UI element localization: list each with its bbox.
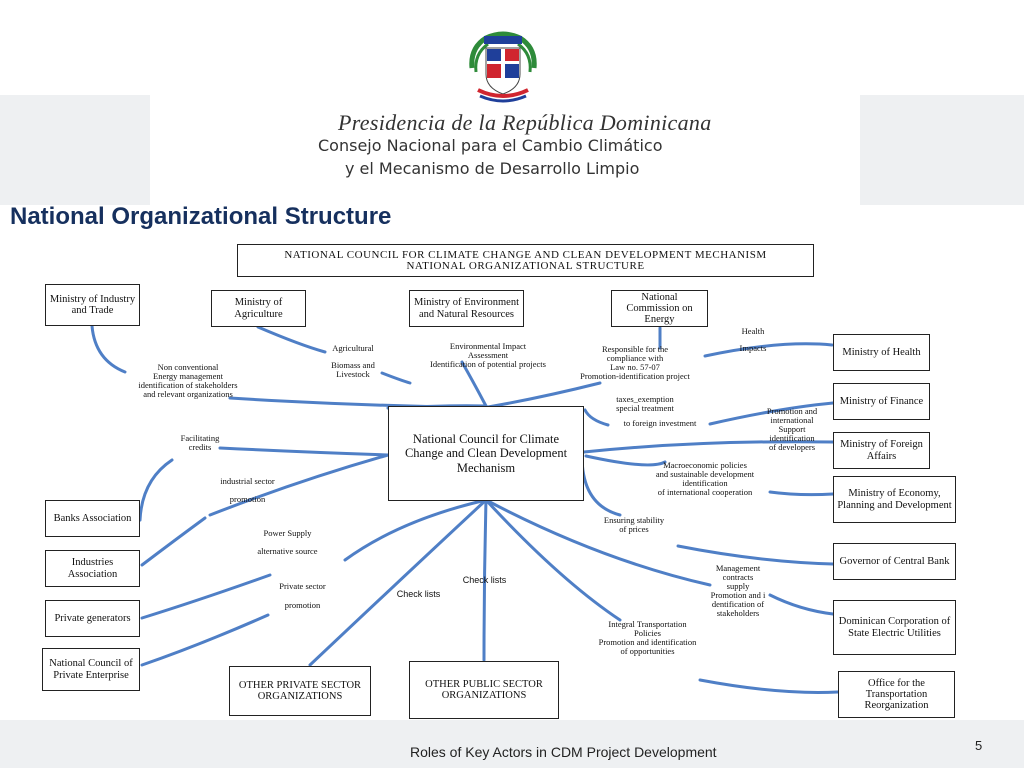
label-transportation-policies: Integral Transportation Policies Promoti… <box>598 619 697 656</box>
edge-compliance <box>486 381 602 409</box>
label-international-support: Promotion and international Support iden… <box>766 406 818 452</box>
label-nonconventional: Non conventional Energy management ident… <box>138 362 238 399</box>
node-ministry-agriculture: Ministry of Agriculture <box>211 290 306 327</box>
label-agricultural: Agricultural <box>332 343 374 353</box>
node-private-enterprise-council: National Council of Private Enterprise <box>42 648 140 691</box>
label-private-sector: Private sector <box>279 581 326 591</box>
edge-finance <box>708 401 835 426</box>
banner-line-1: NATIONAL COUNCIL FOR CLIMATE CHANGE AND … <box>284 248 767 261</box>
footer-title: Roles of Key Actors in CDM Project Devel… <box>410 744 717 760</box>
label-check-lists-1: Check lists <box>462 575 507 585</box>
central-council-node: National Council for Climate Change and … <box>388 406 584 501</box>
node-other-private-sector: OTHER PRIVATE SECTOR ORGANIZATIONS <box>229 666 371 716</box>
node-private-generators: Private generators <box>45 600 140 637</box>
label-foreign-investment: to foreign investment <box>623 418 697 428</box>
label-check-lists-2: Check lists <box>396 589 441 599</box>
label-biomass: Biomass and Livestock <box>331 360 375 379</box>
edge-industries <box>208 453 390 517</box>
edge-other-public <box>482 498 488 662</box>
edge-facilitating <box>218 446 390 457</box>
edge-stability <box>580 454 622 517</box>
label-health: Health <box>741 326 765 336</box>
edge-economy-2 <box>768 490 835 497</box>
edge-banks <box>138 458 174 522</box>
background-shade-left <box>0 95 150 205</box>
label-promotion-private: promotion <box>284 600 321 610</box>
edge-management-2 <box>768 593 835 616</box>
edge-private-generators <box>140 573 272 620</box>
label-impacts: Impacts <box>739 343 767 353</box>
edge-economy <box>584 454 667 467</box>
node-governor-central-bank: Governor of Central Bank <box>833 543 956 580</box>
edge-private-enterprise <box>140 613 270 667</box>
label-compliance: Responsible for the compliance with Law … <box>580 344 690 381</box>
edge-foreign-affairs <box>582 440 835 454</box>
edge-env-impact <box>460 360 488 408</box>
label-management-contracts: Management contracts supply Promotion an… <box>710 563 766 618</box>
edge-health <box>703 342 834 358</box>
coat-of-arms-logo <box>469 31 537 103</box>
node-banks-association: Banks Association <box>45 500 140 537</box>
node-ministry-finance: Ministry of Finance <box>833 383 930 420</box>
background-shade-right <box>860 95 1024 205</box>
page-title: National Organizational Structure <box>10 203 392 230</box>
edge-transport-policies <box>484 498 622 622</box>
edge-taxes <box>583 408 610 427</box>
presidency-script-line: Presidencia de la República Dominicana <box>338 110 712 135</box>
node-ministry-foreign-affairs: Ministry of Foreign Affairs <box>833 432 930 469</box>
node-ministry-industry-trade: Ministry of Industry and Trade <box>45 284 140 326</box>
label-alternative-source: alternative source <box>257 546 318 556</box>
edge-agriculture <box>256 325 327 354</box>
page-number: 5 <box>975 738 983 753</box>
label-ensuring-stability: Ensuring stability of prices <box>603 515 665 534</box>
label-facilitating-credits: Facilitating credits <box>180 433 220 452</box>
node-industries-association: Industries Association <box>45 550 140 587</box>
label-environmental-impact: Environmental Impact Assessment Identifi… <box>430 341 546 369</box>
node-ministry-health: Ministry of Health <box>833 334 930 371</box>
label-macroeconomic: Macroeconomic policies and sustainable d… <box>655 460 755 497</box>
label-industrial-sector: industrial sector <box>220 476 275 486</box>
edge-biomass <box>380 371 412 385</box>
background-shade-bottom <box>0 720 1024 768</box>
node-ministry-economy: Ministry of Economy, Planning and Develo… <box>833 476 956 523</box>
edge-industry-trade <box>90 324 127 374</box>
edge-central-bank <box>676 544 835 566</box>
node-other-public-sector: OTHER PUBLIC SECTOR ORGANIZATIONS <box>409 661 559 719</box>
edge-industries-2 <box>140 516 207 567</box>
node-transportation-office: Office for the Transportation Reorganiza… <box>838 671 955 718</box>
banner-line-2: NATIONAL ORGANIZATIONAL STRUCTURE <box>406 259 645 272</box>
label-promotion-industrial: promotion <box>229 494 266 504</box>
edge-transportation <box>698 678 840 694</box>
edge-management <box>484 498 712 587</box>
edge-power-supply <box>343 498 488 562</box>
council-name-line-2: y el Mecanismo de Desarrollo Limpio <box>345 159 640 178</box>
node-state-electric-utilities: Dominican Corporation of State Electric … <box>833 600 956 655</box>
node-ministry-environment: Ministry of Environment and Natural Reso… <box>409 290 524 327</box>
diagram-banner: NATIONAL COUNCIL FOR CLIMATE CHANGE AND … <box>237 244 814 277</box>
council-name-line-1: Consejo Nacional para el Cambio Climátic… <box>318 136 663 155</box>
edge-other-private <box>308 498 488 667</box>
label-taxes-exemption: taxes_exemption special treatment <box>616 394 674 413</box>
label-power-supply: Power Supply <box>263 528 312 538</box>
node-national-commission-energy: National Commission on Energy <box>611 290 708 327</box>
